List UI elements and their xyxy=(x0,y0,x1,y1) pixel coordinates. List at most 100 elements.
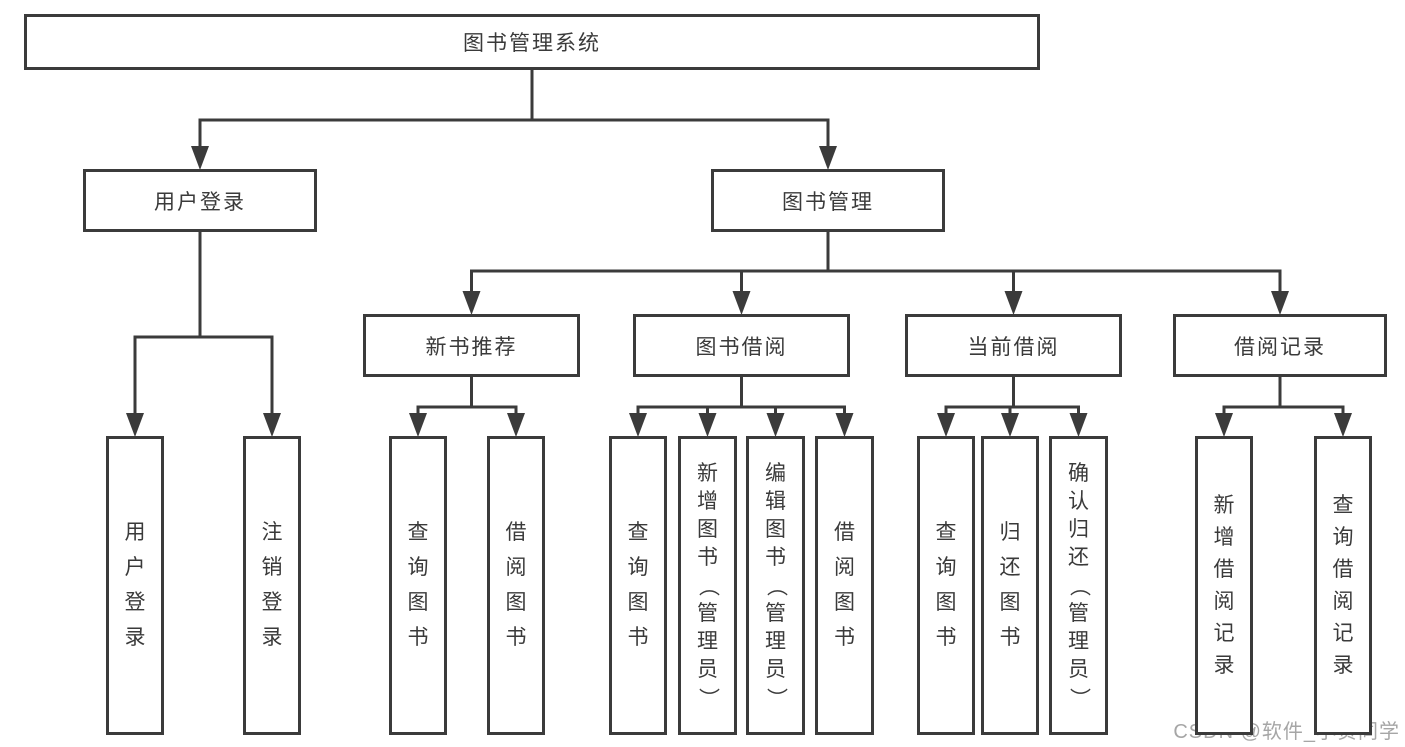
node-label: 归还图书 xyxy=(1000,439,1021,732)
vertical-label-char: 归 xyxy=(1068,517,1089,541)
vertical-label-char: 书 xyxy=(697,545,718,569)
vertical-label-char: 还 xyxy=(1068,545,1089,569)
vertical-label-char: 确 xyxy=(1068,461,1089,485)
vertical-label-char: 借 xyxy=(1213,557,1235,581)
node-label: 查询图书 xyxy=(408,439,429,732)
node-label: 当前借阅 xyxy=(967,335,1060,359)
vertical-label-char: 员 xyxy=(765,657,786,681)
vertical-label-char: 书 xyxy=(834,626,855,649)
vertical-label-char: 查 xyxy=(627,521,649,544)
vertical-label-char: 辑 xyxy=(765,489,786,513)
vertical-label-char: 图 xyxy=(935,591,957,614)
node-label: 查询图书 xyxy=(936,439,957,732)
leaf-confirm-return-box: 确认归还 （ 管理员 ） xyxy=(1049,436,1108,735)
leaf-edit-book-box: 编辑图书（管理员） xyxy=(746,436,805,735)
vertical-label-char: 录 xyxy=(1332,653,1354,677)
vertical-label-char: 阅 xyxy=(1213,589,1235,613)
vertical-label-char: 查 xyxy=(1332,493,1354,517)
vertical-label-char: 注 xyxy=(261,521,283,544)
leaf-query-book-2-box: 查询图书 xyxy=(609,436,667,735)
leaf-borrow-book-2-box: 借阅图书 xyxy=(815,436,874,735)
root-box: 图书管理系统 xyxy=(24,14,1040,70)
node-label: 用户登录 xyxy=(154,190,246,214)
vertical-label-char: 查 xyxy=(407,521,429,544)
vertical-label-char: 用 xyxy=(124,521,146,544)
vertical-label-char: 记 xyxy=(1332,621,1354,645)
leaf-add-book-box: 新增图书（管理员） xyxy=(678,436,737,735)
node-label: 查询借阅记录 xyxy=(1333,439,1354,732)
vertical-label-char: 录 xyxy=(261,626,283,649)
node-label: 图书借阅 xyxy=(695,335,788,359)
vertical-label-char: 书 xyxy=(627,626,649,649)
vertical-label-char: 借 xyxy=(505,521,527,544)
vertical-label-char: 录 xyxy=(124,626,146,649)
vertical-label-char: 图 xyxy=(765,517,786,541)
leaf-query-record-box: 查询借阅记录 xyxy=(1314,436,1372,735)
vertical-label-char: 认 xyxy=(1068,489,1089,513)
node-label: 用户登录 xyxy=(125,439,146,732)
vertical-label-char: 还 xyxy=(999,556,1021,579)
vertical-label-char: 询 xyxy=(935,556,957,579)
vertical-label-char: 户 xyxy=(124,556,146,579)
leaf-query-book-3-box: 查询图书 xyxy=(917,436,975,735)
vertical-label-char: 登 xyxy=(124,591,146,614)
node-label: 注销登录 xyxy=(262,439,283,732)
vertical-label-char: ） xyxy=(696,687,720,708)
vertical-label-char: ） xyxy=(764,687,788,708)
vertical-label-char: 管 xyxy=(1068,601,1089,625)
vertical-label-char: 书 xyxy=(935,626,957,649)
leaf-logout-box: 注销登录 xyxy=(243,436,301,735)
vertical-label-char: 理 xyxy=(765,629,786,653)
vertical-label-char: 录 xyxy=(1213,653,1235,677)
vertical-label-char: 新 xyxy=(1213,493,1235,517)
vertical-label-char: 阅 xyxy=(505,556,527,579)
vertical-label-char: 理 xyxy=(1068,629,1089,653)
node-label: 图书管理 xyxy=(782,190,874,214)
node-label: 查询图书 xyxy=(628,439,649,732)
vertical-label-char: 询 xyxy=(1332,525,1354,549)
vertical-label-char: 销 xyxy=(261,556,283,579)
leaf-borrow-book-1-box: 借阅图书 xyxy=(487,436,545,735)
vertical-label-char: 书 xyxy=(505,626,527,649)
vertical-label-char: 新 xyxy=(697,461,718,485)
vertical-label-char: 图 xyxy=(407,591,429,614)
book-borrow-box: 图书借阅 xyxy=(633,314,850,377)
leaf-user-login-box: 用户登录 xyxy=(106,436,164,735)
vertical-label-char: 登 xyxy=(261,591,283,614)
vertical-label-char: 书 xyxy=(765,545,786,569)
node-label: 新增图书（管理员） xyxy=(696,439,720,732)
node-label: 编辑图书（管理员） xyxy=(764,439,788,732)
user-login-box: 用户登录 xyxy=(83,169,317,232)
node-label: 借阅记录 xyxy=(1234,335,1326,359)
vertical-label-char: 增 xyxy=(697,489,718,513)
current-borrow-box: 当前借阅 xyxy=(905,314,1122,377)
vertical-label-char: ） xyxy=(1067,687,1091,708)
vertical-label-char: 图 xyxy=(627,591,649,614)
vertical-label-char: 询 xyxy=(627,556,649,579)
node-label: 图书管理系统 xyxy=(463,32,601,55)
new-book-rec-box: 新书推荐 xyxy=(363,314,580,377)
vertical-label-char: （ xyxy=(1067,575,1091,596)
vertical-label-char: 理 xyxy=(697,629,718,653)
vertical-label-char: 图 xyxy=(834,591,855,614)
vertical-label-char: 员 xyxy=(1068,657,1089,681)
node-label: 新增借阅记录 xyxy=(1214,439,1235,732)
vertical-label-char: 编 xyxy=(765,461,786,485)
vertical-label-char: 管 xyxy=(765,601,786,625)
vertical-label-char: 员 xyxy=(697,657,718,681)
borrow-record-box: 借阅记录 xyxy=(1173,314,1387,377)
vertical-label-char: 查 xyxy=(935,521,957,544)
vertical-label-char: 阅 xyxy=(1332,589,1354,613)
leaf-add-record-box: 新增借阅记录 xyxy=(1195,436,1253,735)
node-label: 借阅图书 xyxy=(506,439,527,732)
node-label: 新书推荐 xyxy=(425,335,518,359)
vertical-label-char: 借 xyxy=(834,521,855,544)
vertical-label-char: 图 xyxy=(505,591,527,614)
vertical-label-char: 询 xyxy=(407,556,429,579)
vertical-label-char: 书 xyxy=(999,626,1021,649)
vertical-label-char: 图 xyxy=(999,591,1021,614)
book-mgmt-box: 图书管理 xyxy=(711,169,945,232)
leaf-query-book-1-box: 查询图书 xyxy=(389,436,447,735)
leaf-return-book-box: 归还图书 xyxy=(981,436,1039,735)
